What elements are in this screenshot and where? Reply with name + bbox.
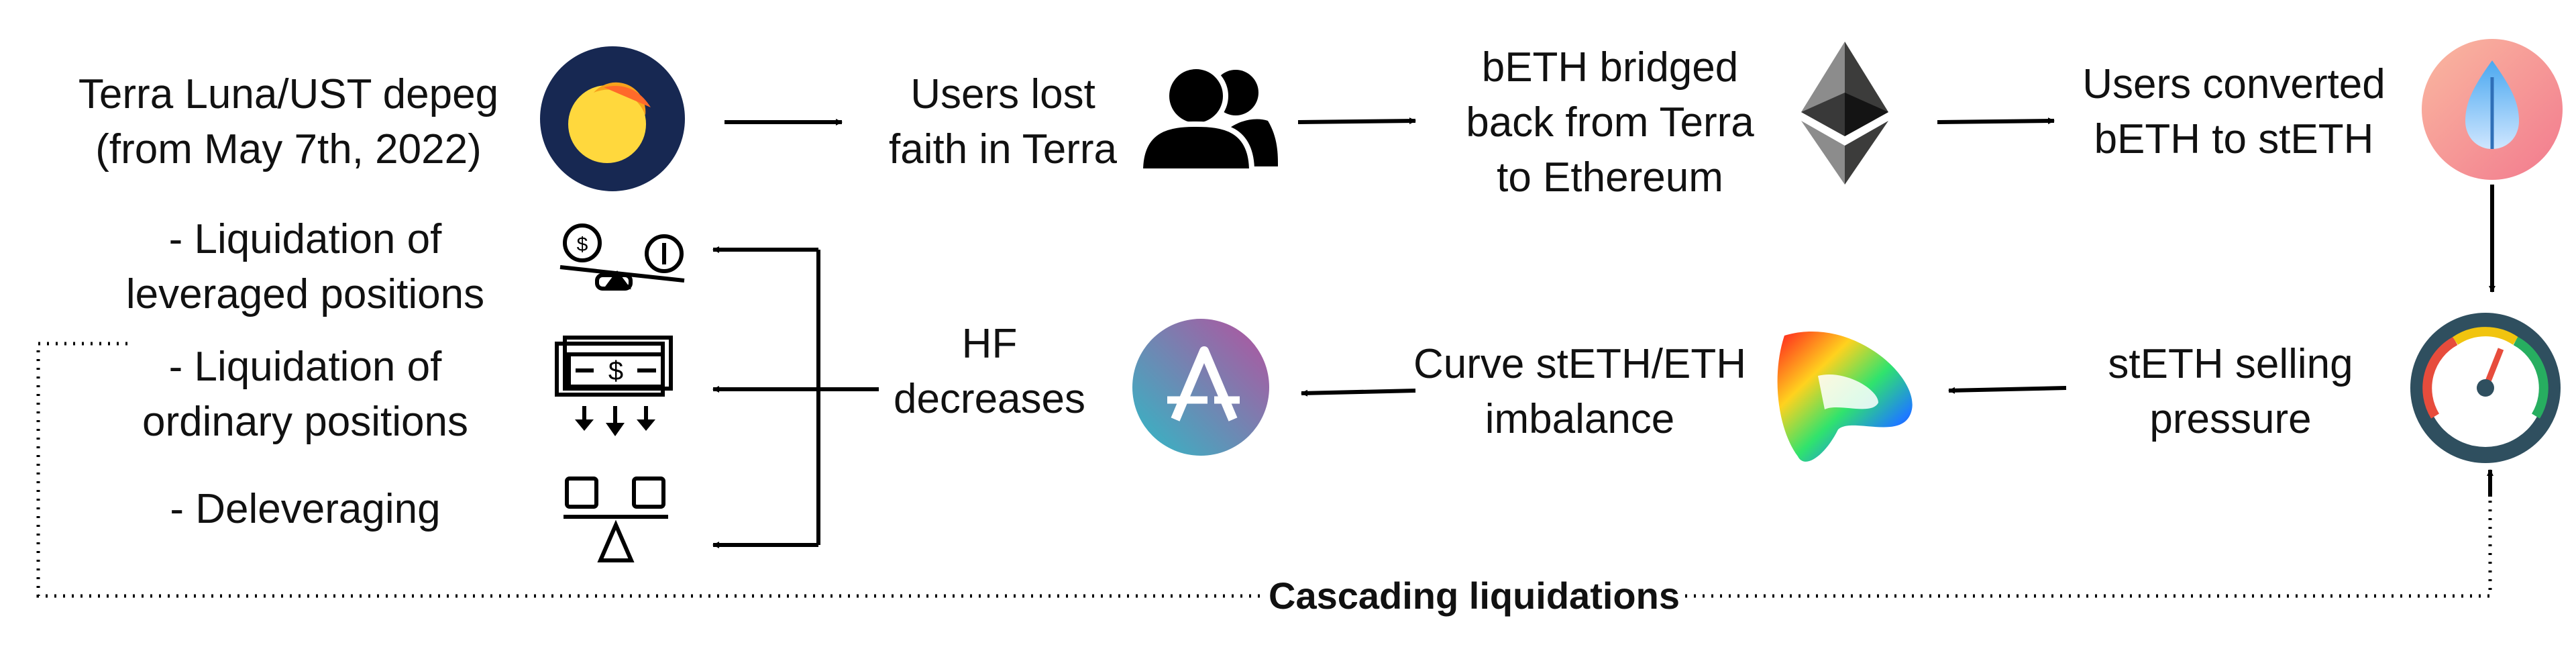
liq-ordinary-line2: ordinary positions [91,395,520,450]
node-liquidation-ordinary: - Liquidation of ordinary positions [91,340,520,450]
users-lost-faith-line2: faith in Terra [859,122,1147,177]
users-lost-faith-line1: Users lost [859,67,1147,122]
curve-logo-icon [1778,332,1913,462]
liq-leveraged-line2: leveraged positions [91,267,520,322]
ethereum-logo-icon [1801,42,1888,185]
gauge-icon [2410,313,2561,463]
node-deleveraging: - Deleveraging [91,482,520,537]
users-converted-line2: bETH to stETH [2059,112,2408,167]
balance-scale-coins-icon: $ [560,226,684,289]
steth-selling-line1: stETH selling [2080,337,2381,392]
deleveraging-line1: - Deleveraging [91,482,520,537]
balance-scale-icon [564,479,668,560]
beth-bridged-line1: bETH bridged [1436,40,1784,95]
hf-decreases-line1: HF [872,317,1107,372]
node-users-converted: Users converted bETH to stETH [2059,57,2408,167]
node-beth-bridged: bETH bridged back from Terra to Ethereum [1436,40,1784,205]
cash-stack-icon: $ [557,338,671,436]
terra-luna-logo-icon [540,46,685,191]
steth-selling-line2: pressure [2080,392,2381,447]
aave-logo-icon [1132,319,1269,456]
svg-text:$: $ [608,356,623,386]
node-steth-selling-pressure: stETH selling pressure [2080,337,2381,447]
beth-bridged-line2: back from Terra [1436,95,1784,150]
node-liquidation-leveraged: - Liquidation of leveraged positions [91,212,520,322]
arrow-beth-to-converted [1937,121,2054,122]
svg-text:$: $ [577,234,588,256]
cascading-liquidations-label: Cascading liquidations [1265,570,1684,621]
hf-decreases-line2: decreases [872,372,1107,427]
node-curve-imbalance: Curve stETH/ETH imbalance [1395,337,1764,447]
arrow-selling-to-curve [1949,388,2066,391]
node-hf-decreases: HF decreases [872,317,1107,427]
terra-depeg-line1: Terra Luna/UST depeg [57,67,520,122]
beth-bridged-line3: to Ethereum [1436,150,1784,205]
curve-imbalance-line1: Curve stETH/ETH [1395,337,1764,392]
users-converted-line1: Users converted [2059,57,2408,112]
arrow-users-to-beth [1298,121,1415,122]
users-icon [1140,66,1278,171]
curve-imbalance-line2: imbalance [1395,392,1764,447]
liq-leveraged-line1: - Liquidation of [91,212,520,267]
lido-steth-logo-icon [2422,39,2563,180]
liq-ordinary-line1: - Liquidation of [91,340,520,395]
node-terra-depeg: Terra Luna/UST depeg (from May 7th, 2022… [57,67,520,177]
arrow-hf-branch [713,250,879,545]
node-users-lost-faith: Users lost faith in Terra [859,67,1147,177]
terra-depeg-line2: (from May 7th, 2022) [57,122,520,177]
